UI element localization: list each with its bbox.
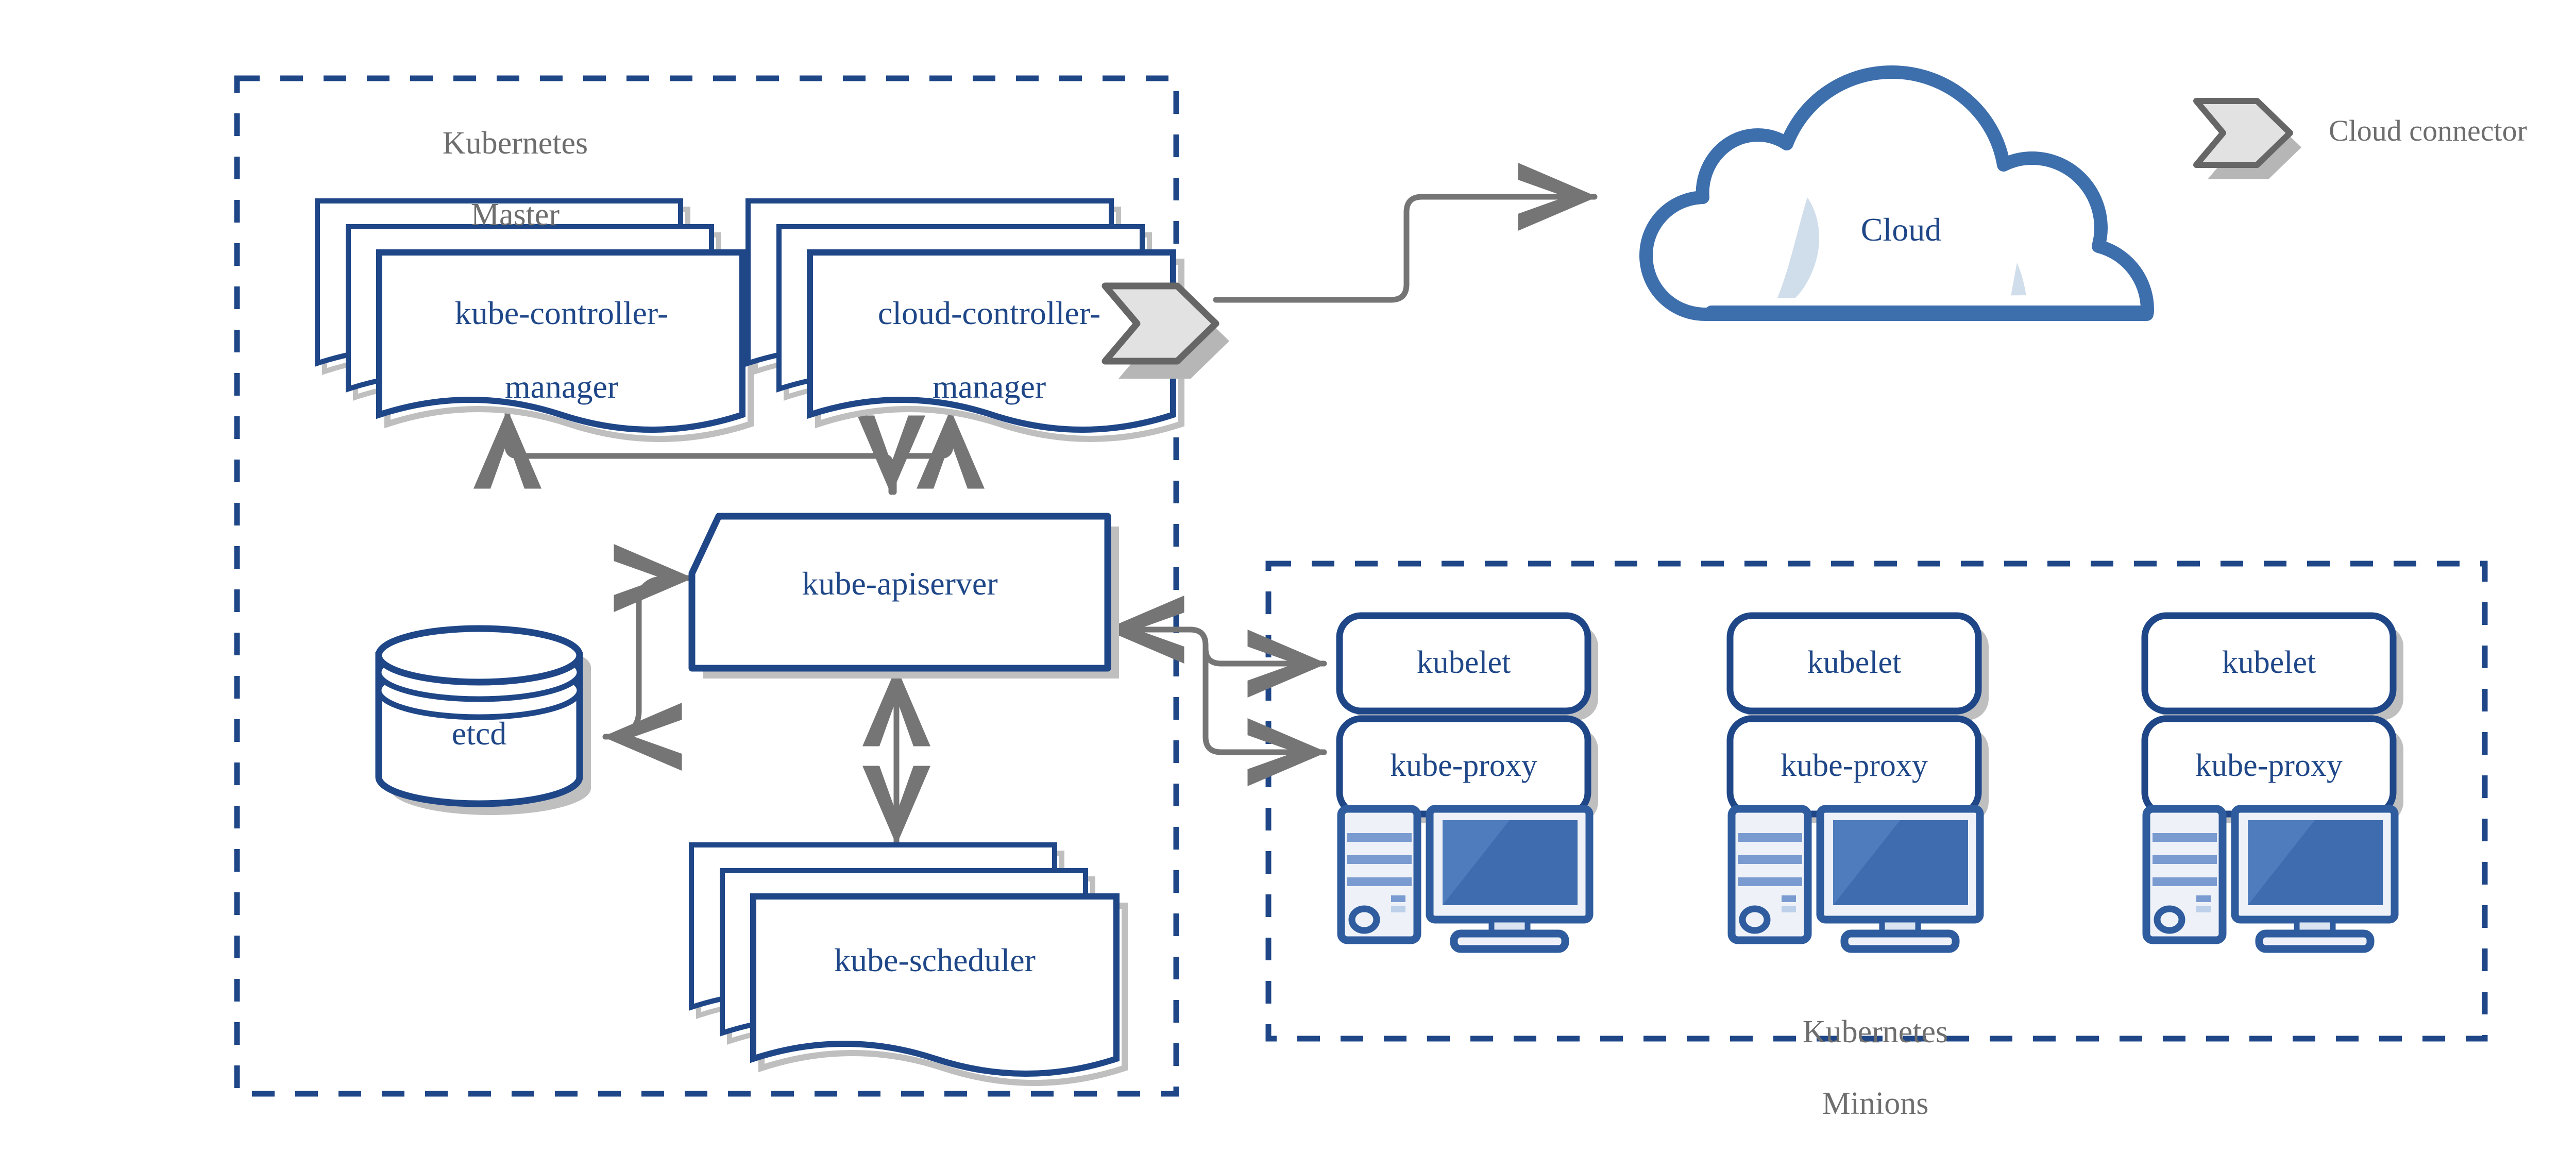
cloud-node[interactable] xyxy=(1639,65,2154,469)
connector-etcd-to-apiserver xyxy=(602,544,693,771)
minion-2-computer-icon xyxy=(1727,805,1984,953)
minion-1-group xyxy=(1336,612,1598,953)
minion-2-group xyxy=(1726,612,1989,953)
kube-controller-manager-node[interactable] xyxy=(315,198,754,442)
minion-3-group xyxy=(2141,612,2403,953)
legend-cloud-connector-icon xyxy=(2193,98,2301,179)
cloud-connector-icon-ccm[interactable] xyxy=(1101,282,1229,379)
cloud-controller-manager-node[interactable] xyxy=(745,198,1184,442)
connector-apiserver-to-kube-proxy xyxy=(1202,645,1327,786)
minion-3-computer-icon xyxy=(2142,805,2399,953)
kubernetes-minions-boundary xyxy=(1265,561,2488,1042)
minion-1-computer-icon xyxy=(1337,805,1594,953)
connector-cloudconnector-to-cloud xyxy=(1213,163,1598,303)
minion-2-kubelet-box[interactable] xyxy=(1726,612,1989,720)
kube-scheduler-node[interactable] xyxy=(689,842,1128,1086)
minion-1-kubelet-box[interactable] xyxy=(1336,612,1598,720)
connector-apiserver-to-kubelet xyxy=(1105,596,1327,698)
etcd-node[interactable] xyxy=(375,625,591,815)
kubernetes-master-boundary xyxy=(234,75,1179,1097)
minion-3-kubelet-box[interactable] xyxy=(2141,612,2403,720)
kube-apiserver-node[interactable] xyxy=(688,513,1119,679)
cloud-shape xyxy=(1639,65,2154,321)
connector-ccm-to-apiserver xyxy=(891,409,985,495)
minion-3-kube-proxy-box[interactable] xyxy=(2141,715,2403,823)
connector-layer xyxy=(473,163,1598,845)
connector-kcm-to-apiserver xyxy=(473,409,925,495)
minion-1-kube-proxy-box[interactable] xyxy=(1336,715,1598,823)
